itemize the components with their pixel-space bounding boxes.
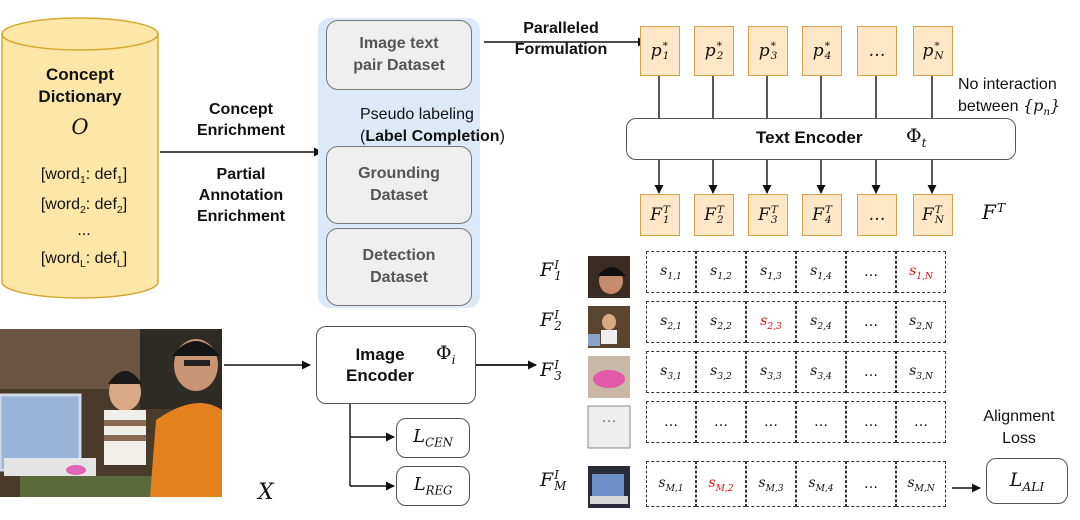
text-encoder-symbol: Φt	[906, 125, 927, 150]
image-encoder-box[interactable]	[316, 326, 476, 404]
dictionary-ellipsis: ...	[77, 222, 91, 239]
similarity-cell-1-5: s2,N	[896, 301, 946, 343]
alignment-loss-label: Alignment Loss	[983, 408, 1055, 447]
dictionary-symbol: O	[71, 115, 89, 139]
similarity-cell-4-4: …	[846, 461, 896, 507]
dictionary-entry-L: [wordL: defL]	[40, 250, 128, 271]
partial-annotation-label: Partial Annotation Enrichment	[196, 166, 285, 225]
similarity-cell-0-5: s1,N	[896, 251, 946, 293]
similarity-cell-2-2: s3,3	[746, 351, 796, 393]
concept-enrichment-label: Concept Enrichment	[196, 101, 285, 139]
dictionary-title: Concept Dictionary	[0, 64, 160, 108]
paralleled-formulation-label: Paralleled Formulation	[514, 20, 608, 58]
similarity-cell-0-0: s1,1	[646, 251, 696, 293]
text-encoder-label: Text Encoder	[756, 128, 863, 147]
no-interaction-note: No interaction between {pn}	[958, 76, 1061, 119]
text-encoder-box[interactable]	[626, 118, 1016, 160]
similarity-cell-4-5: sM,N	[896, 461, 946, 507]
image-encoder-label: Image Encoder	[346, 345, 415, 385]
similarity-cell-3-1: …	[696, 401, 746, 443]
prompt-box-5: …	[857, 26, 897, 76]
similarity-cell-1-0: s2,1	[646, 301, 696, 343]
prompt-box-1: p*1	[640, 26, 680, 76]
pseudo-labeling-label: Pseudo labeling (Label Completion)	[360, 106, 505, 145]
prompt-box-3: p*3	[748, 26, 788, 76]
dictionary-entry-2: [word2: def2]	[40, 196, 128, 217]
similarity-cell-3-3: …	[796, 401, 846, 443]
similarity-cell-1-4: …	[846, 301, 896, 343]
similarity-cell-4-1: sM,2	[696, 461, 746, 507]
similarity-cell-2-3: s3,4	[796, 351, 846, 393]
prompt-box-4: p*4	[802, 26, 842, 76]
prompt-box-6: p*N	[913, 26, 953, 76]
similarity-cell-2-5: s3,N	[896, 351, 946, 393]
similarity-cell-4-0: sM,1	[646, 461, 696, 507]
prompt-box-2: p*2	[694, 26, 734, 76]
similarity-cell-2-0: s3,1	[646, 351, 696, 393]
similarity-cell-1-1: s2,2	[696, 301, 746, 343]
similarity-cell-4-3: sM,4	[796, 461, 846, 507]
image-feature-ellipsis: …	[601, 409, 617, 426]
input-photo	[0, 329, 222, 497]
similarity-cell-2-1: s3,2	[696, 351, 746, 393]
similarity-cell-3-4: …	[846, 401, 896, 443]
cen-loss-box[interactable]: LCEN	[396, 418, 470, 458]
dictionary-entry-1: [word1: def1]	[40, 166, 128, 187]
similarity-cell-3-5: …	[896, 401, 946, 443]
text-feature-box-5: …	[857, 194, 897, 236]
image-feature-thumbnails	[587, 256, 631, 508]
input-image-label: X	[258, 480, 274, 505]
similarity-cell-3-2: …	[746, 401, 796, 443]
similarity-cell-0-2: s1,3	[746, 251, 796, 293]
image-encoder-symbol: Φi	[436, 342, 456, 367]
similarity-cell-0-3: s1,4	[796, 251, 846, 293]
similarity-cell-0-4: …	[846, 251, 896, 293]
similarity-cell-2-4: …	[846, 351, 896, 393]
similarity-cell-1-3: s2,4	[796, 301, 846, 343]
encoder-to-loss-arrows	[349, 404, 395, 491]
reg-loss-box[interactable]: LREG	[396, 466, 470, 506]
dictionary-title-line1: Concept	[46, 65, 114, 84]
concept-dictionary-cylinder	[1, 17, 159, 299]
similarity-cell-3-0: …	[646, 401, 696, 443]
similarity-cell-0-1: s1,2	[696, 251, 746, 293]
similarity-cell-4-2: sM,3	[746, 461, 796, 507]
dictionary-title-line2: Dictionary	[38, 87, 122, 106]
alignment-loss-box[interactable]: LALI	[986, 458, 1068, 504]
similarity-cell-1-2: s2,3	[746, 301, 796, 343]
